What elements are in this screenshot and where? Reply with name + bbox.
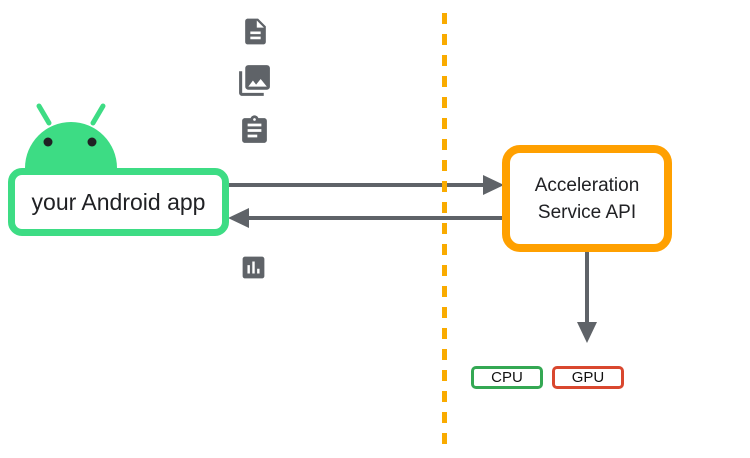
bar-chart-icon — [239, 253, 268, 282]
gpu-box: GPU — [552, 366, 624, 389]
cpu-label: CPU — [491, 369, 523, 386]
process-boundary-dashed-line — [442, 13, 447, 447]
arrow-service-to-hardware-head — [577, 322, 597, 343]
arrow-app-to-service-line — [229, 183, 484, 187]
acceleration-service-box: Acceleration Service API — [502, 145, 672, 252]
arrow-service-to-app-line — [248, 216, 503, 220]
cpu-box: CPU — [471, 366, 543, 389]
your-android-app-label: your Android app — [31, 188, 206, 215]
acceleration-service-label-line2: Service API — [537, 201, 637, 223]
your-android-app-box: your Android app — [8, 168, 229, 236]
gpu-label: GPU — [571, 369, 605, 386]
arrow-service-to-hardware-line — [585, 252, 589, 324]
acceleration-service-label-line1: Acceleration — [534, 174, 640, 196]
android-robot-icon — [25, 102, 117, 168]
clipboard-icon — [238, 114, 271, 147]
arrow-app-to-service-head — [483, 175, 504, 195]
android-robot-svg — [25, 103, 117, 168]
arrow-service-to-app-head — [228, 208, 249, 228]
document-icon — [240, 16, 271, 47]
photo-library-icon — [236, 62, 273, 99]
